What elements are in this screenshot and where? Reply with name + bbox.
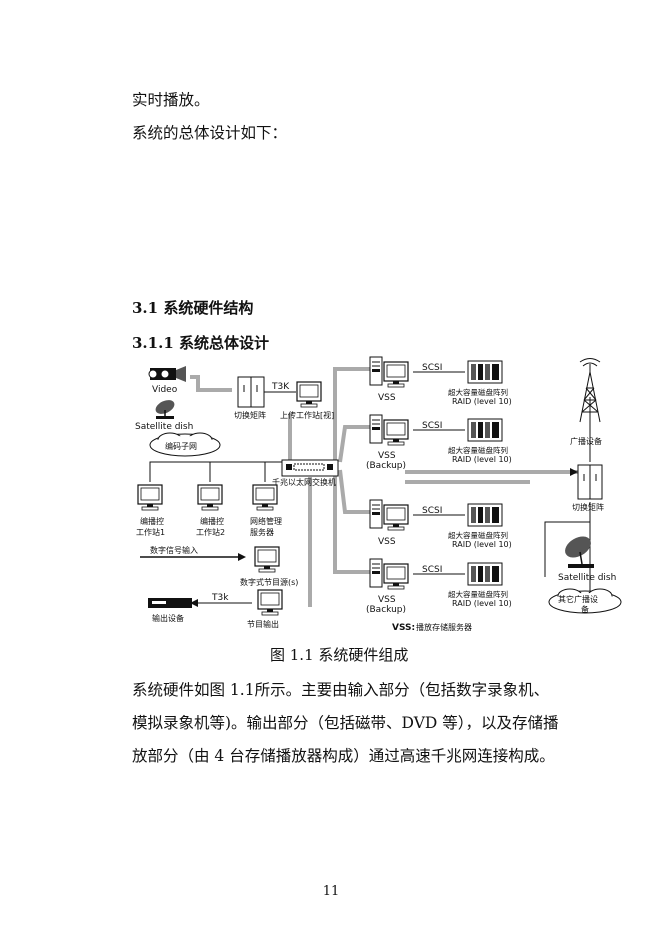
satellite-dish-label-right: Satellite dish	[558, 573, 616, 583]
t3k-arrow	[190, 599, 252, 607]
body-line-3: 放部分（由 4 台存储播放器构成）通过高速千兆网连接构成。	[132, 747, 555, 765]
satellite-dish-label-left: Satellite dish	[135, 422, 193, 432]
page-number: 11	[322, 884, 340, 899]
raid-title-2: 超大容量磁盘阵列	[448, 445, 508, 455]
raid-array-3	[467, 503, 503, 527]
other-broadcast-cloud	[548, 588, 622, 614]
satellite-dish-right-icon	[565, 536, 594, 568]
section-heading-3-1-1: 3.1.1 系统总体设计	[132, 334, 269, 352]
vss-server-4	[369, 558, 409, 590]
edit-ws1-label-1: 编播控	[140, 516, 164, 526]
output-device-label: 输出设备	[152, 613, 184, 623]
raid-title-3: 超大容量磁盘阵列	[448, 530, 508, 540]
vss-legend-desc: 播放存储服务器	[416, 622, 472, 632]
vss-label-2: VSS	[378, 451, 396, 461]
net-mgmt-label-2: 服务器	[250, 527, 274, 537]
gigabit-switch-label: 千兆以太网交换机	[272, 477, 336, 487]
upload-workstation-label: 上传工作站[视]	[280, 410, 334, 420]
paragraph-design-lead: 系统的总体设计如下：	[132, 124, 288, 142]
vss-label-1: VSS	[378, 393, 396, 403]
other-broadcast-label-2: 备	[581, 604, 589, 614]
output-device-icon	[148, 598, 192, 608]
encoding-subnet-cloud	[149, 432, 221, 457]
body-line-1: 系统硬件如图 1.1所示。主要由输入部分（包括数字录象机、	[132, 681, 550, 699]
satellite-dish-icon	[155, 400, 175, 419]
paragraph-intro: 实时播放。	[132, 91, 210, 109]
edit-ws2-label-2: 工作站2	[196, 527, 225, 537]
body-paragraph: 系统硬件如图 1.1所示。主要由输入部分（包括数字录象机、 模拟录象机等)。输出…	[132, 674, 572, 773]
switch-matrix-right-icon	[577, 464, 603, 500]
vss-backup-label-4: (Backup)	[366, 605, 406, 615]
vss-server-1	[369, 356, 409, 388]
raid-title-4: 超大容量磁盘阵列	[448, 589, 508, 599]
gigabit-switch-icon	[281, 459, 339, 477]
scsi-label-3: SCSI	[422, 506, 442, 516]
edit-ws2-label-1: 编播控	[200, 516, 224, 526]
vss-server-3	[369, 499, 409, 531]
body-line-2: 模拟录象机等)。输出部分（包括磁带、DVD 等），以及存储播	[132, 714, 559, 732]
video-camera-icon	[148, 366, 186, 382]
video-label: Video	[152, 385, 178, 395]
scsi-label-1: SCSI	[422, 363, 442, 373]
raid-array-2	[467, 418, 503, 442]
switch-matrix-label: 切换矩阵	[234, 410, 266, 420]
raid-level-1: RAID (level 10)	[452, 397, 512, 406]
broadcast-equipment-label: 广播设备	[570, 436, 602, 446]
switch-matrix-right-label: 切换矩阵	[572, 502, 604, 512]
vss-label-3: VSS	[378, 537, 396, 547]
section-heading-3-1: 3.1 系统硬件结构	[132, 299, 254, 317]
scsi-label-2: SCSI	[422, 421, 442, 431]
vss-server-2	[369, 414, 409, 446]
scsi-label-4: SCSI	[422, 565, 442, 575]
switch-matrix-icon	[237, 376, 265, 408]
encoding-subnet-label: 编码子网	[165, 441, 197, 451]
digital-input-arrow	[140, 553, 246, 561]
digital-source-label: 数字式节目源(s)	[240, 577, 298, 587]
broadcast-tower-icon	[579, 358, 601, 423]
other-broadcast-label-1: 其它广播设	[558, 594, 598, 604]
edit-ws1-label-2: 工作站1	[136, 527, 165, 537]
raid-level-4: RAID (level 10)	[452, 599, 512, 608]
vss-label-4: VSS	[378, 595, 396, 605]
raid-level-3: RAID (level 10)	[452, 540, 512, 549]
vss-legend-key: VSS:	[392, 623, 415, 633]
t3k-label-bottom: T3k	[211, 593, 229, 603]
raid-array-1	[467, 360, 503, 384]
program-output-label: 节目输出	[247, 619, 279, 629]
figure-caption: 图 1.1 系统硬件组成	[270, 646, 409, 664]
vss-backup-label-2: (Backup)	[366, 461, 406, 471]
net-mgmt-label-1: 网络管理	[250, 516, 282, 526]
hardware-diagram: Video Satellite dish 切换矩阵 T3K 上传工作站[视] 编…	[135, 356, 622, 633]
digital-input-label: 数字信号输入	[150, 545, 198, 555]
raid-title-1: 超大容量磁盘阵列	[448, 387, 508, 397]
raid-level-2: RAID (level 10)	[452, 455, 512, 464]
t3k-label-top: T3K	[271, 382, 290, 392]
raid-array-4	[467, 562, 503, 586]
